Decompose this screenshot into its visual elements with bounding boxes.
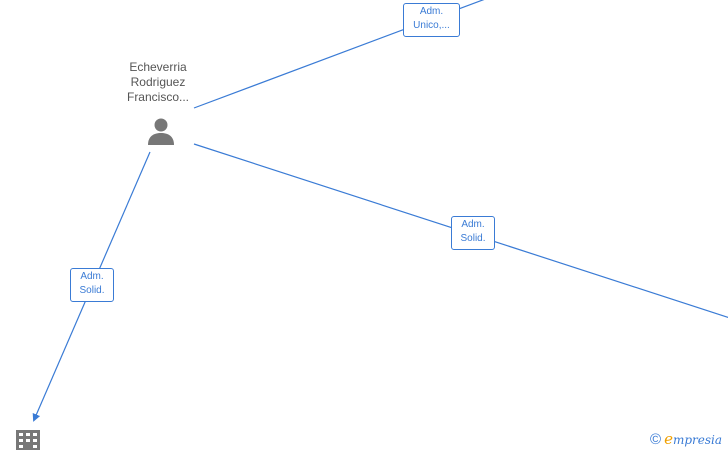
edge-label-detail: Solid. [79, 285, 105, 296]
brand-logo-initial: e [664, 430, 673, 448]
person-name-line-1: Echeverria [129, 60, 187, 74]
person-icon[interactable] [146, 116, 176, 146]
edge-label-detail: Unico,... [413, 20, 450, 31]
person-name-line-2: Rodriguez [130, 75, 186, 89]
copyright-footer: ©empresia [650, 430, 722, 448]
edge-label-role: Adm. [461, 219, 485, 230]
edge-label-role: Adm. [419, 6, 444, 17]
brand-logo-text: mpresia [672, 433, 723, 447]
edge-label-down[interactable]: Adm. Solid. [70, 268, 114, 302]
edge-label-top-right[interactable]: Adm. Unico,... [403, 3, 460, 37]
edge-label-role: Adm. [80, 271, 104, 282]
copyright-symbol: © [650, 431, 662, 448]
person-name-line-3: Francisco... [126, 90, 189, 104]
edge-label-right[interactable]: Adm. Solid. [451, 216, 495, 250]
person-name[interactable]: Echeverria Rodriguez Francisco... [108, 60, 208, 105]
building-icon[interactable] [16, 430, 40, 450]
edge-label-detail: Solid. [460, 233, 486, 244]
